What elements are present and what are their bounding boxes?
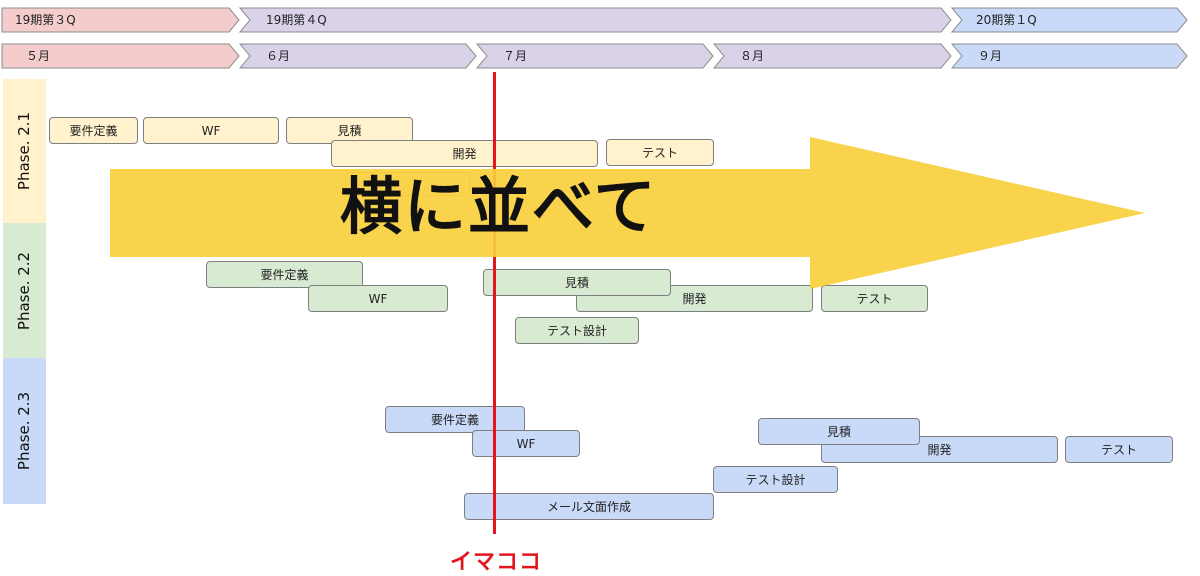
- task-bar-test-design[interactable]: テスト設計: [713, 466, 838, 493]
- today-marker-line: [493, 72, 496, 534]
- task-bar-test-design[interactable]: テスト設計: [515, 317, 639, 344]
- month-label: ６月: [266, 49, 291, 63]
- quarter-chevron-19-4q: [238, 7, 952, 33]
- phase-row-2-3: Phase. 2.3: [3, 358, 46, 504]
- task-bar-test[interactable]: テスト: [606, 139, 714, 166]
- task-bar-estimate[interactable]: 見積: [758, 418, 920, 445]
- today-marker-label: イマココ: [449, 550, 542, 575]
- month-label: ７月: [503, 49, 528, 63]
- quarter-label: 19期第４Q: [266, 13, 327, 27]
- task-bar-wf[interactable]: WF: [472, 430, 580, 457]
- task-bar-requirements[interactable]: 要件定義: [49, 117, 138, 144]
- month-chevron-jul: [475, 43, 714, 69]
- month-chevron-sep: [950, 43, 1188, 69]
- month-chevron-aug: [712, 43, 952, 69]
- task-bar-requirements[interactable]: 要件定義: [385, 406, 525, 433]
- quarter-chevron-20-1q: [950, 7, 1188, 33]
- quarter-label: 20期第１Q: [976, 13, 1037, 27]
- quarter-chevron-19-3q: [1, 7, 240, 33]
- month-label: ９月: [978, 49, 1003, 63]
- phase-label: Phase. 2.2: [15, 251, 34, 330]
- month-label: ５月: [26, 49, 51, 63]
- task-bar-estimate[interactable]: 見積: [483, 269, 671, 296]
- task-bar-development[interactable]: 開発: [331, 140, 598, 167]
- phase-label: Phase. 2.1: [15, 111, 34, 191]
- overlay-arrow-text: 横に並べて: [340, 170, 658, 243]
- task-bar-test[interactable]: テスト: [1065, 436, 1173, 463]
- phase-row-2-2: Phase. 2.2: [3, 223, 46, 358]
- phase-row-2-1: Phase. 2.1: [3, 79, 46, 223]
- month-chevron-jun: [238, 43, 477, 69]
- overlay-arrow: [110, 137, 1145, 289]
- task-bar-mail-text[interactable]: メール文面作成: [464, 493, 714, 520]
- task-bar-requirements[interactable]: 要件定義: [206, 261, 363, 288]
- quarter-label: 19期第３Q: [15, 13, 76, 27]
- phase-label: Phase. 2.3: [15, 391, 34, 471]
- timeline-header: [1, 7, 1188, 69]
- month-label: ８月: [740, 49, 765, 63]
- task-bar-wf[interactable]: WF: [308, 285, 448, 312]
- task-bar-estimate[interactable]: 見積: [286, 117, 413, 144]
- task-bar-wf[interactable]: WF: [143, 117, 279, 144]
- task-bar-test[interactable]: テスト: [821, 285, 928, 312]
- month-chevron-may: [1, 43, 240, 69]
